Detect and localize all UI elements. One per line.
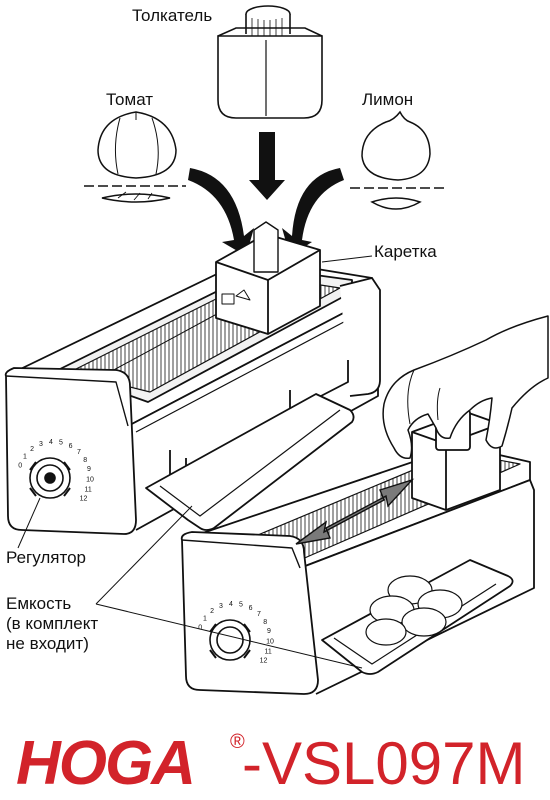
dial-number: 11 — [84, 486, 91, 493]
carriage-label: Каретка — [374, 242, 437, 261]
tomato-illustration — [84, 111, 186, 203]
brand-name: HOGA — [16, 729, 194, 792]
dial-number: 12 — [260, 657, 268, 664]
dial-number: 5 — [59, 440, 63, 447]
dial-number: 3 — [39, 441, 43, 448]
lemon-label: Лимон — [362, 90, 414, 109]
dial-number: 0 — [198, 625, 202, 632]
dial-number: 2 — [210, 608, 214, 615]
dial-number: 5 — [239, 602, 243, 609]
brand-model: -VSL097M — [242, 730, 525, 792]
insert-arrows — [188, 132, 344, 256]
dial-number: 8 — [263, 619, 267, 626]
dial-number: 12 — [80, 495, 88, 502]
tomato-label: Томат — [106, 90, 154, 109]
brand-logo: HOGA ® -VSL097M — [16, 729, 525, 792]
dial-number: 7 — [77, 449, 81, 456]
dial-number: 0 — [18, 463, 22, 470]
container-label-line2: (в комплект — [6, 614, 99, 633]
sliced-tomato-pile — [365, 575, 463, 646]
dial-number: 1 — [23, 454, 27, 461]
dial-number: 6 — [249, 605, 253, 612]
dial-number: 7 — [257, 611, 261, 618]
container-label-line3: не входит) — [6, 634, 89, 653]
container-label-line1: Емкость — [6, 594, 72, 613]
dial-number: 1 — [203, 616, 207, 623]
dial-number: 11 — [264, 648, 271, 655]
dial-number: 4 — [229, 601, 233, 608]
regulator-knob-upper — [29, 457, 71, 499]
slicer-upper — [4, 221, 381, 535]
dial-number: 6 — [69, 443, 73, 450]
hand-illustration — [382, 315, 549, 460]
dial-number: 4 — [49, 439, 53, 446]
brand-registered-mark: ® — [230, 731, 245, 753]
dial-number: 10 — [86, 476, 94, 483]
regulator-label: Регулятор — [6, 548, 87, 567]
regulator-knob-lower — [209, 619, 251, 661]
dial-number: 9 — [87, 466, 91, 473]
label-leader-lines — [17, 255, 373, 669]
slide-direction-arrow — [295, 478, 415, 545]
dial-number: 9 — [267, 628, 271, 635]
dial-number: 10 — [266, 638, 274, 645]
pusher-label: Толкатель — [132, 6, 213, 25]
dial-number: 2 — [30, 446, 34, 453]
lemon-illustration — [350, 110, 444, 210]
dial-number: 3 — [219, 603, 223, 610]
dial-number: 8 — [83, 457, 87, 464]
pusher-part — [217, 5, 323, 119]
